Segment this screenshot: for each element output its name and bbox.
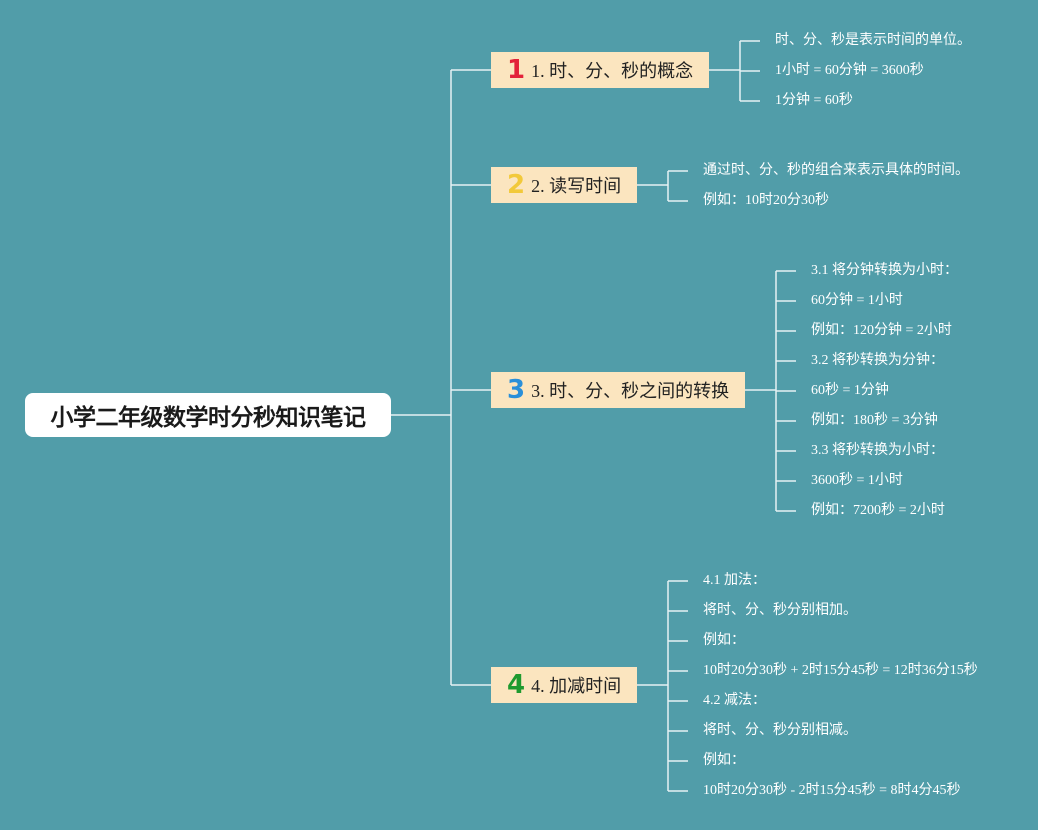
branch-label: 4. 加减时间: [531, 676, 622, 696]
branch-label: 3. 时、分、秒之间的转换: [531, 381, 730, 401]
number-badge: 3: [507, 375, 526, 405]
branch-label: 1. 时、分、秒的概念: [531, 61, 694, 81]
root-title: 小学二年级数学时分秒知识笔记: [50, 405, 367, 431]
leaf-item[interactable]: 通过时、分、秒的组合来表示具体的时间。: [703, 163, 969, 178]
number-badge: 4: [507, 670, 526, 700]
leaf-item[interactable]: 10时20分30秒 + 2时15分45秒 = 12时36分15秒: [703, 663, 978, 678]
leaf-item[interactable]: 3.3 将秒转换为小时：: [811, 443, 944, 458]
leaf-item[interactable]: 4.1 加法：: [703, 573, 766, 588]
leaf-item[interactable]: 例如：: [703, 633, 745, 648]
number-badge: 1: [507, 55, 526, 85]
leaf-item[interactable]: 例如：7200秒 = 2小时: [811, 503, 945, 518]
root-node[interactable]: 小学二年级数学时分秒知识笔记: [25, 393, 391, 437]
leaf-item[interactable]: 例如：: [703, 753, 745, 768]
leaf-item[interactable]: 将时、分、秒分别相加。: [703, 603, 857, 618]
leaf-item[interactable]: 例如：120分钟 = 2小时: [811, 323, 952, 338]
leaf-item[interactable]: 将时、分、秒分别相减。: [703, 723, 857, 738]
leaf-item[interactable]: 3.2 将秒转换为分钟：: [811, 353, 944, 368]
number-badge: 2: [507, 170, 526, 200]
leaf-item[interactable]: 60秒 = 1分钟: [811, 383, 889, 398]
leaf-item[interactable]: 3.1 将分钟转换为小时：: [811, 263, 958, 278]
leaf-item[interactable]: 4.2 减法：: [703, 693, 766, 708]
leaf-item[interactable]: 1小时 = 60分钟 = 3600秒: [775, 63, 924, 78]
leaf-item[interactable]: 时、分、秒是表示时间的单位。: [775, 33, 971, 48]
leaf-item[interactable]: 10时20分30秒 - 2时15分45秒 = 8时4分45秒: [703, 783, 961, 798]
leaf-item[interactable]: 1分钟 = 60秒: [775, 93, 853, 108]
leaf-item[interactable]: 60分钟 = 1小时: [811, 293, 903, 308]
leaf-item[interactable]: 3600秒 = 1小时: [811, 473, 903, 488]
leaf-item[interactable]: 例如：10时20分30秒: [703, 193, 829, 208]
leaf-item[interactable]: 例如：180秒 = 3分钟: [811, 413, 938, 428]
branch-label: 2. 读写时间: [531, 176, 622, 196]
